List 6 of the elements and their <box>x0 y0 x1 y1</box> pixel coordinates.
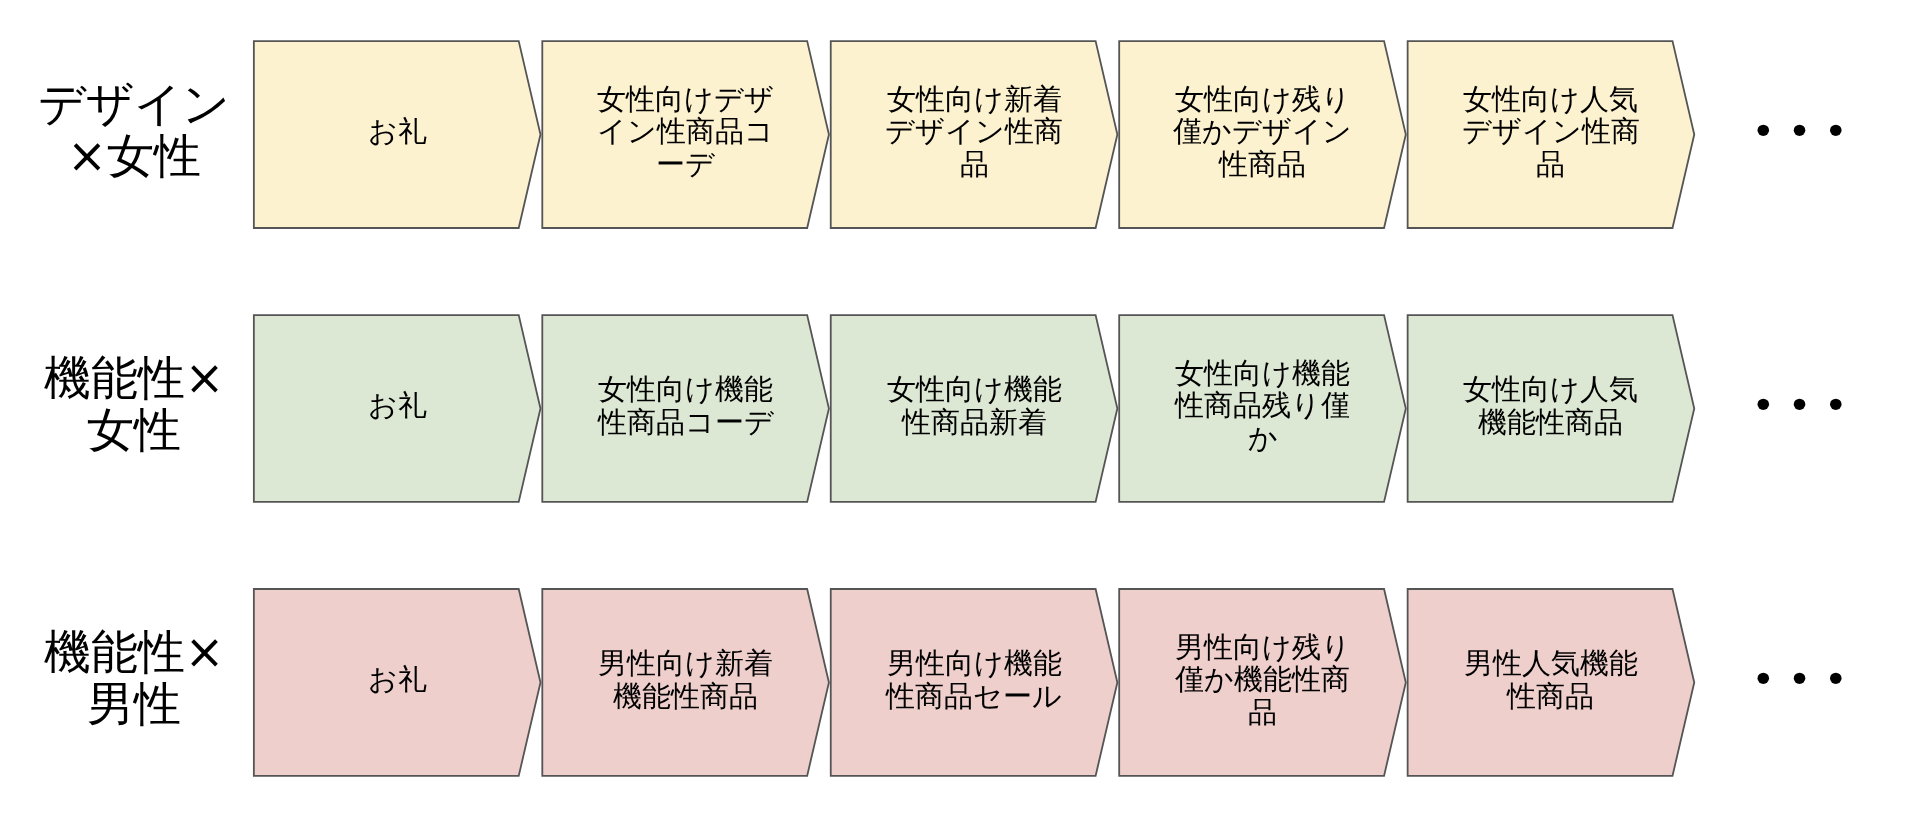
label: 機能性×男性 <box>43 623 225 732</box>
label: 機能性×女性 <box>43 349 225 458</box>
label: デザイン×女性 <box>38 75 231 184</box>
label: • • • <box>1751 655 1848 702</box>
label: • • • <box>1751 107 1848 154</box>
label: • • • <box>1751 381 1848 428</box>
